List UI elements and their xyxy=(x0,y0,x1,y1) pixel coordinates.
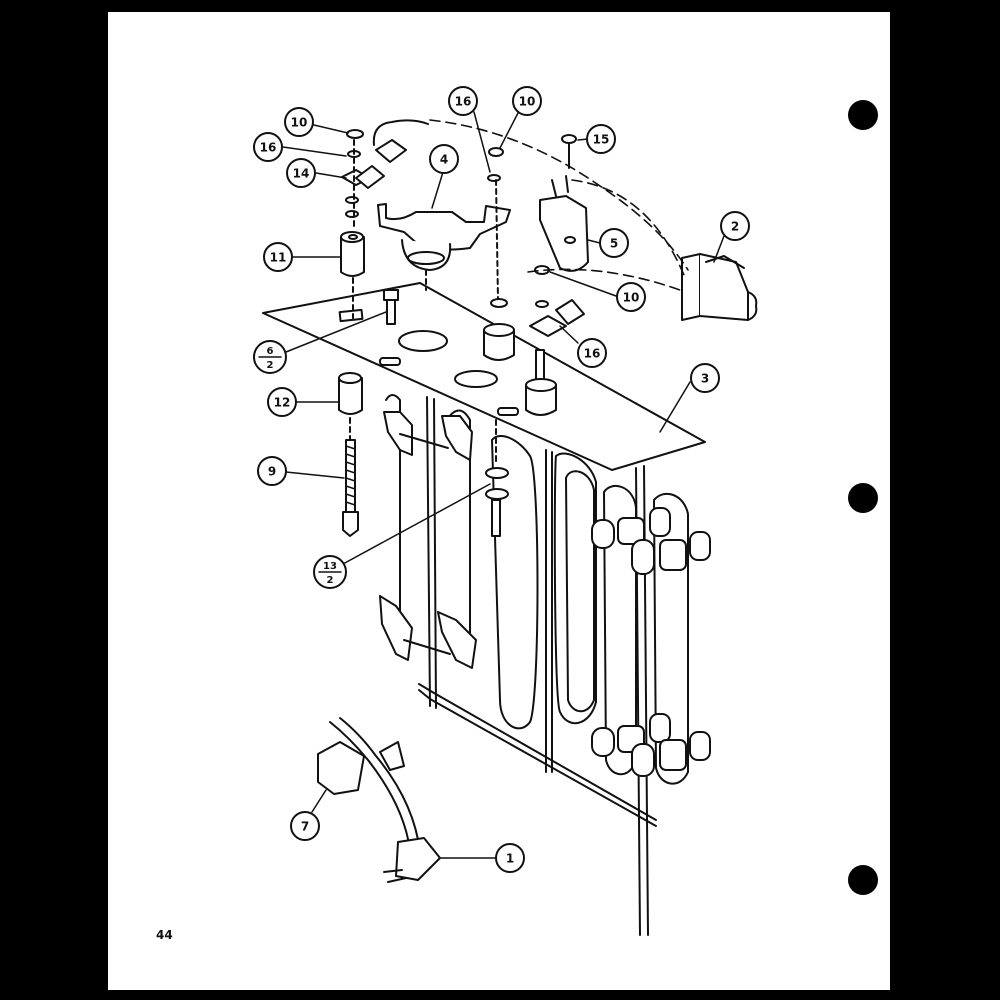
leader-lines xyxy=(282,111,725,859)
callout-number: 3 xyxy=(701,372,709,386)
fraction-denominator: 2 xyxy=(327,575,334,586)
callout-c12: 12 xyxy=(267,387,297,417)
callout-number: 14 xyxy=(293,167,310,181)
callout-c2: 2 xyxy=(720,211,750,241)
terminal-stud-11 xyxy=(340,231,365,319)
callout-number: 9 xyxy=(268,465,276,479)
callout-c1: 1 xyxy=(495,843,525,873)
callout-number: 10 xyxy=(291,116,308,130)
callout-c4: 4 xyxy=(429,144,459,174)
wire-terminal-top xyxy=(355,119,429,189)
bolt-6 xyxy=(383,289,399,325)
page-number: 44 xyxy=(156,928,173,942)
terminal-bolt-9 xyxy=(342,417,359,537)
callout-number: 10 xyxy=(519,95,536,109)
terminal-insulator-12 xyxy=(338,372,363,415)
fraction-numerator: 13 xyxy=(323,561,337,572)
wiring xyxy=(429,119,689,291)
washers-16-10-right xyxy=(483,147,515,361)
fraction-numerator: 6 xyxy=(267,346,274,357)
binder-hole xyxy=(848,100,878,130)
fraction-callout-f13: 132 xyxy=(313,555,347,589)
callout-number: 16 xyxy=(455,95,472,109)
binder-hole xyxy=(848,865,878,895)
thermostat-4 xyxy=(377,203,511,291)
callout-c10a: 10 xyxy=(284,107,314,137)
callout-number: 10 xyxy=(623,291,640,305)
callout-number: 4 xyxy=(440,153,448,167)
callout-c5: 5 xyxy=(599,228,629,258)
cord-clamp-7 xyxy=(317,717,421,853)
callout-number: 16 xyxy=(584,347,601,361)
fraction-denominator: 2 xyxy=(267,360,274,371)
callout-c7: 7 xyxy=(290,811,320,841)
callout-number: 16 xyxy=(260,141,277,155)
screw-15 xyxy=(561,134,577,169)
callout-c10b: 10 xyxy=(512,86,542,116)
washer-stack-13 xyxy=(485,419,509,537)
callout-number: 7 xyxy=(301,820,309,834)
callout-number: 11 xyxy=(270,251,287,265)
washers-10-16-lower xyxy=(529,265,585,337)
callout-c16b: 16 xyxy=(448,86,478,116)
callout-number: 1 xyxy=(506,852,514,866)
callout-number: 5 xyxy=(610,237,618,251)
limit-switch-5 xyxy=(539,175,589,272)
callout-c16c: 16 xyxy=(577,338,607,368)
callout-c14: 14 xyxy=(286,158,316,188)
callout-c3: 3 xyxy=(690,363,720,393)
fraction-callout-f6: 62 xyxy=(253,340,287,374)
callout-c15: 15 xyxy=(586,124,616,154)
heating-element-assembly xyxy=(379,394,711,936)
callout-c9: 9 xyxy=(257,456,287,486)
mounting-plate xyxy=(262,282,706,471)
callout-c11: 11 xyxy=(263,242,293,272)
callout-number: 15 xyxy=(593,133,610,147)
power-plug-1 xyxy=(383,837,441,883)
binder-hole xyxy=(848,483,878,513)
connector-2 xyxy=(681,253,758,321)
callout-c16a: 16 xyxy=(253,132,283,162)
callout-c10c: 10 xyxy=(616,282,646,312)
callout-number: 2 xyxy=(731,220,739,234)
callout-number: 12 xyxy=(274,396,291,410)
stud-insulator-center xyxy=(525,349,557,416)
